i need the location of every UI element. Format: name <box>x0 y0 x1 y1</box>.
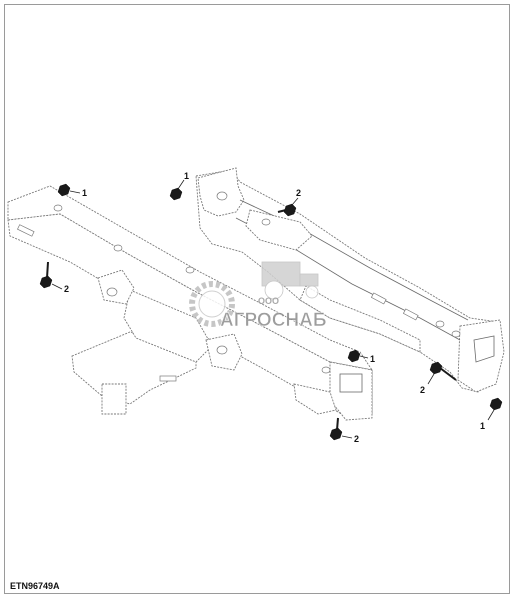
rear-frame-hole <box>451 330 461 338</box>
bolt-shank <box>46 261 49 279</box>
rear-frame-hole <box>435 320 445 328</box>
front-frame-bracket <box>97 269 135 305</box>
callout-label: 2 <box>64 284 69 294</box>
front-frame-hole <box>53 204 63 212</box>
callout-2-right-lower: 2 <box>420 361 457 395</box>
leader-line <box>487 409 495 421</box>
callout-label: 2 <box>296 188 301 198</box>
rear-frame-hole <box>216 191 228 201</box>
callout-label: 1 <box>82 188 87 198</box>
gear-icon <box>189 281 235 327</box>
front-frame-hole <box>216 345 228 355</box>
bolt-head-icon <box>429 361 443 375</box>
bolt-head-icon <box>347 349 361 363</box>
watermark-prefix: ООО <box>258 296 279 306</box>
bolt-head-icon <box>283 203 297 217</box>
callout-label: 1 <box>480 421 485 431</box>
callout-2-top-right: 2 <box>277 188 301 217</box>
rear-frame-slot <box>402 308 419 321</box>
rear-frame-end-box <box>457 319 505 393</box>
rear-frame-hole <box>261 218 271 226</box>
rear-frame-assembly <box>195 167 505 393</box>
callout-1-top-left: 1 <box>57 183 87 198</box>
front-frame-assembly <box>7 185 373 421</box>
leader-line <box>291 197 299 206</box>
leader-line <box>359 355 369 359</box>
bolt-head-icon <box>329 427 343 441</box>
callout-label: 2 <box>354 434 359 444</box>
watermark-logo: ООО АГРОСНАБ <box>189 261 327 331</box>
rear-frame-slot <box>370 292 387 305</box>
front-frame-bracket <box>293 383 337 415</box>
front-frame-slot <box>159 375 177 382</box>
callout-label: 2 <box>420 385 425 395</box>
rear-frame-end-opening <box>473 335 495 363</box>
front-frame-hole <box>113 244 123 252</box>
leader-line <box>341 435 353 439</box>
callout-1-right-middle: 1 <box>347 349 375 364</box>
front-frame-end-opening <box>339 373 363 393</box>
bolt-head-icon <box>57 183 71 197</box>
leader-line <box>69 190 81 194</box>
front-frame-mount-leg <box>101 383 127 415</box>
front-frame-slot <box>17 224 35 237</box>
callout-label: 1 <box>184 171 189 181</box>
watermark-company-name: АГРОСНАБ <box>220 310 327 331</box>
tractor-icon <box>261 261 319 300</box>
front-frame-hole <box>321 366 331 374</box>
front-frame-cross-brace <box>123 289 213 363</box>
callout-1-far-right: 1 <box>480 397 503 431</box>
bolt-head-icon <box>169 187 183 201</box>
front-frame-hole <box>185 266 195 274</box>
leader-line <box>51 283 63 290</box>
bolt-head-icon <box>39 275 53 289</box>
leader-line <box>427 373 435 385</box>
callout-2-bottom: 2 <box>329 417 359 444</box>
bolt-head-icon <box>489 397 503 411</box>
leader-line <box>177 179 185 190</box>
front-frame-hole <box>106 287 118 297</box>
callout-label: 1 <box>370 354 375 364</box>
callout-2-left: 2 <box>39 261 69 294</box>
callout-1-top-center: 1 <box>169 171 189 201</box>
figure-id: ETN96749A <box>10 581 60 591</box>
bolt-shank <box>336 417 339 431</box>
bolt-shank <box>439 367 457 381</box>
